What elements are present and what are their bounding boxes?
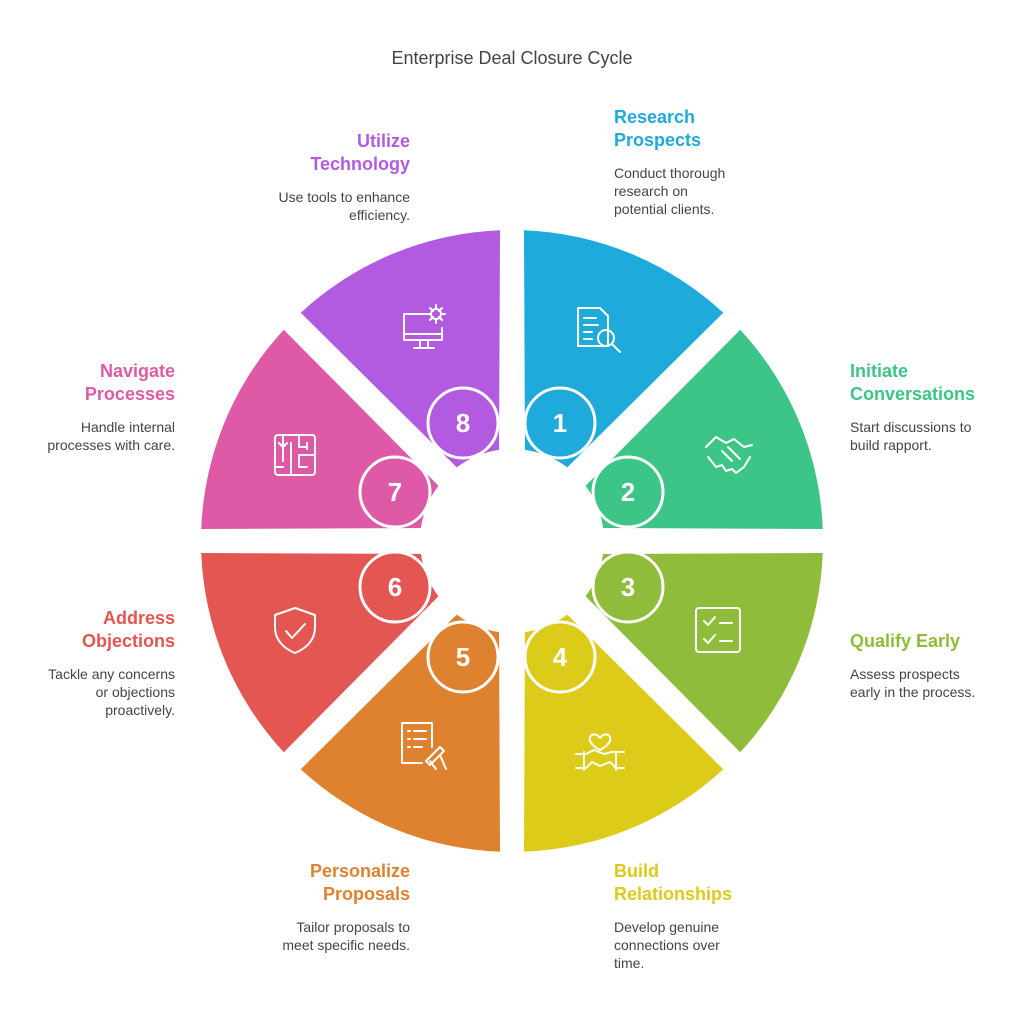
step-title: Utilize Technology [310,131,410,174]
step-description: Handle internal processes with care. [47,419,175,453]
checklist-icon [695,607,741,653]
step-number: 5 [456,642,470,672]
step-title: Qualify Early [850,631,961,651]
diagram-title: Enterprise Deal Closure Cycle [391,48,633,68]
step-description: Conduct thorough research on potential c… [614,165,726,217]
step-number-badge [523,620,597,694]
step-title: Research Prospects [614,107,702,150]
monitor-gear-icon [403,304,446,349]
step-title: Address Objections [81,608,175,651]
step-description: Use tools to enhance efficiency. [278,189,410,223]
step-number-badge [358,550,432,624]
heart-hands-icon [575,733,625,771]
document-pen-icon [401,722,447,770]
step-number-badge [523,386,597,460]
step-number: 8 [456,408,470,438]
step-description: Tailor proposals to meet specific needs. [282,919,410,953]
step-number-badge [358,455,432,529]
step-description: Start discussions to build rapport. [850,419,972,453]
shield-check-icon [274,607,316,654]
step-number: 4 [553,642,568,672]
step-description: Tackle any concerns or objections proact… [48,666,175,718]
step-number: 2 [621,477,635,507]
step-title: Build Relationships [614,861,733,904]
step-description: Assess prospects early in the process. [850,666,976,700]
handshake-icon [705,436,753,474]
document-search-icon [577,307,621,353]
step-number-badge [591,455,665,529]
step-number: 1 [553,408,567,438]
step-number-badge [426,386,500,460]
step-number-badge [426,620,500,694]
step-number: 7 [388,477,402,507]
step-title: Personalize Proposals [309,861,410,904]
step-number: 3 [621,572,635,602]
step-title: Initiate Conversations [850,361,976,404]
step-description: Develop genuine connections over time. [614,919,720,971]
maze-icon [274,434,316,476]
step-number-badge [591,550,665,624]
step-number: 6 [388,572,402,602]
step-title: Navigate Processes [84,361,175,404]
